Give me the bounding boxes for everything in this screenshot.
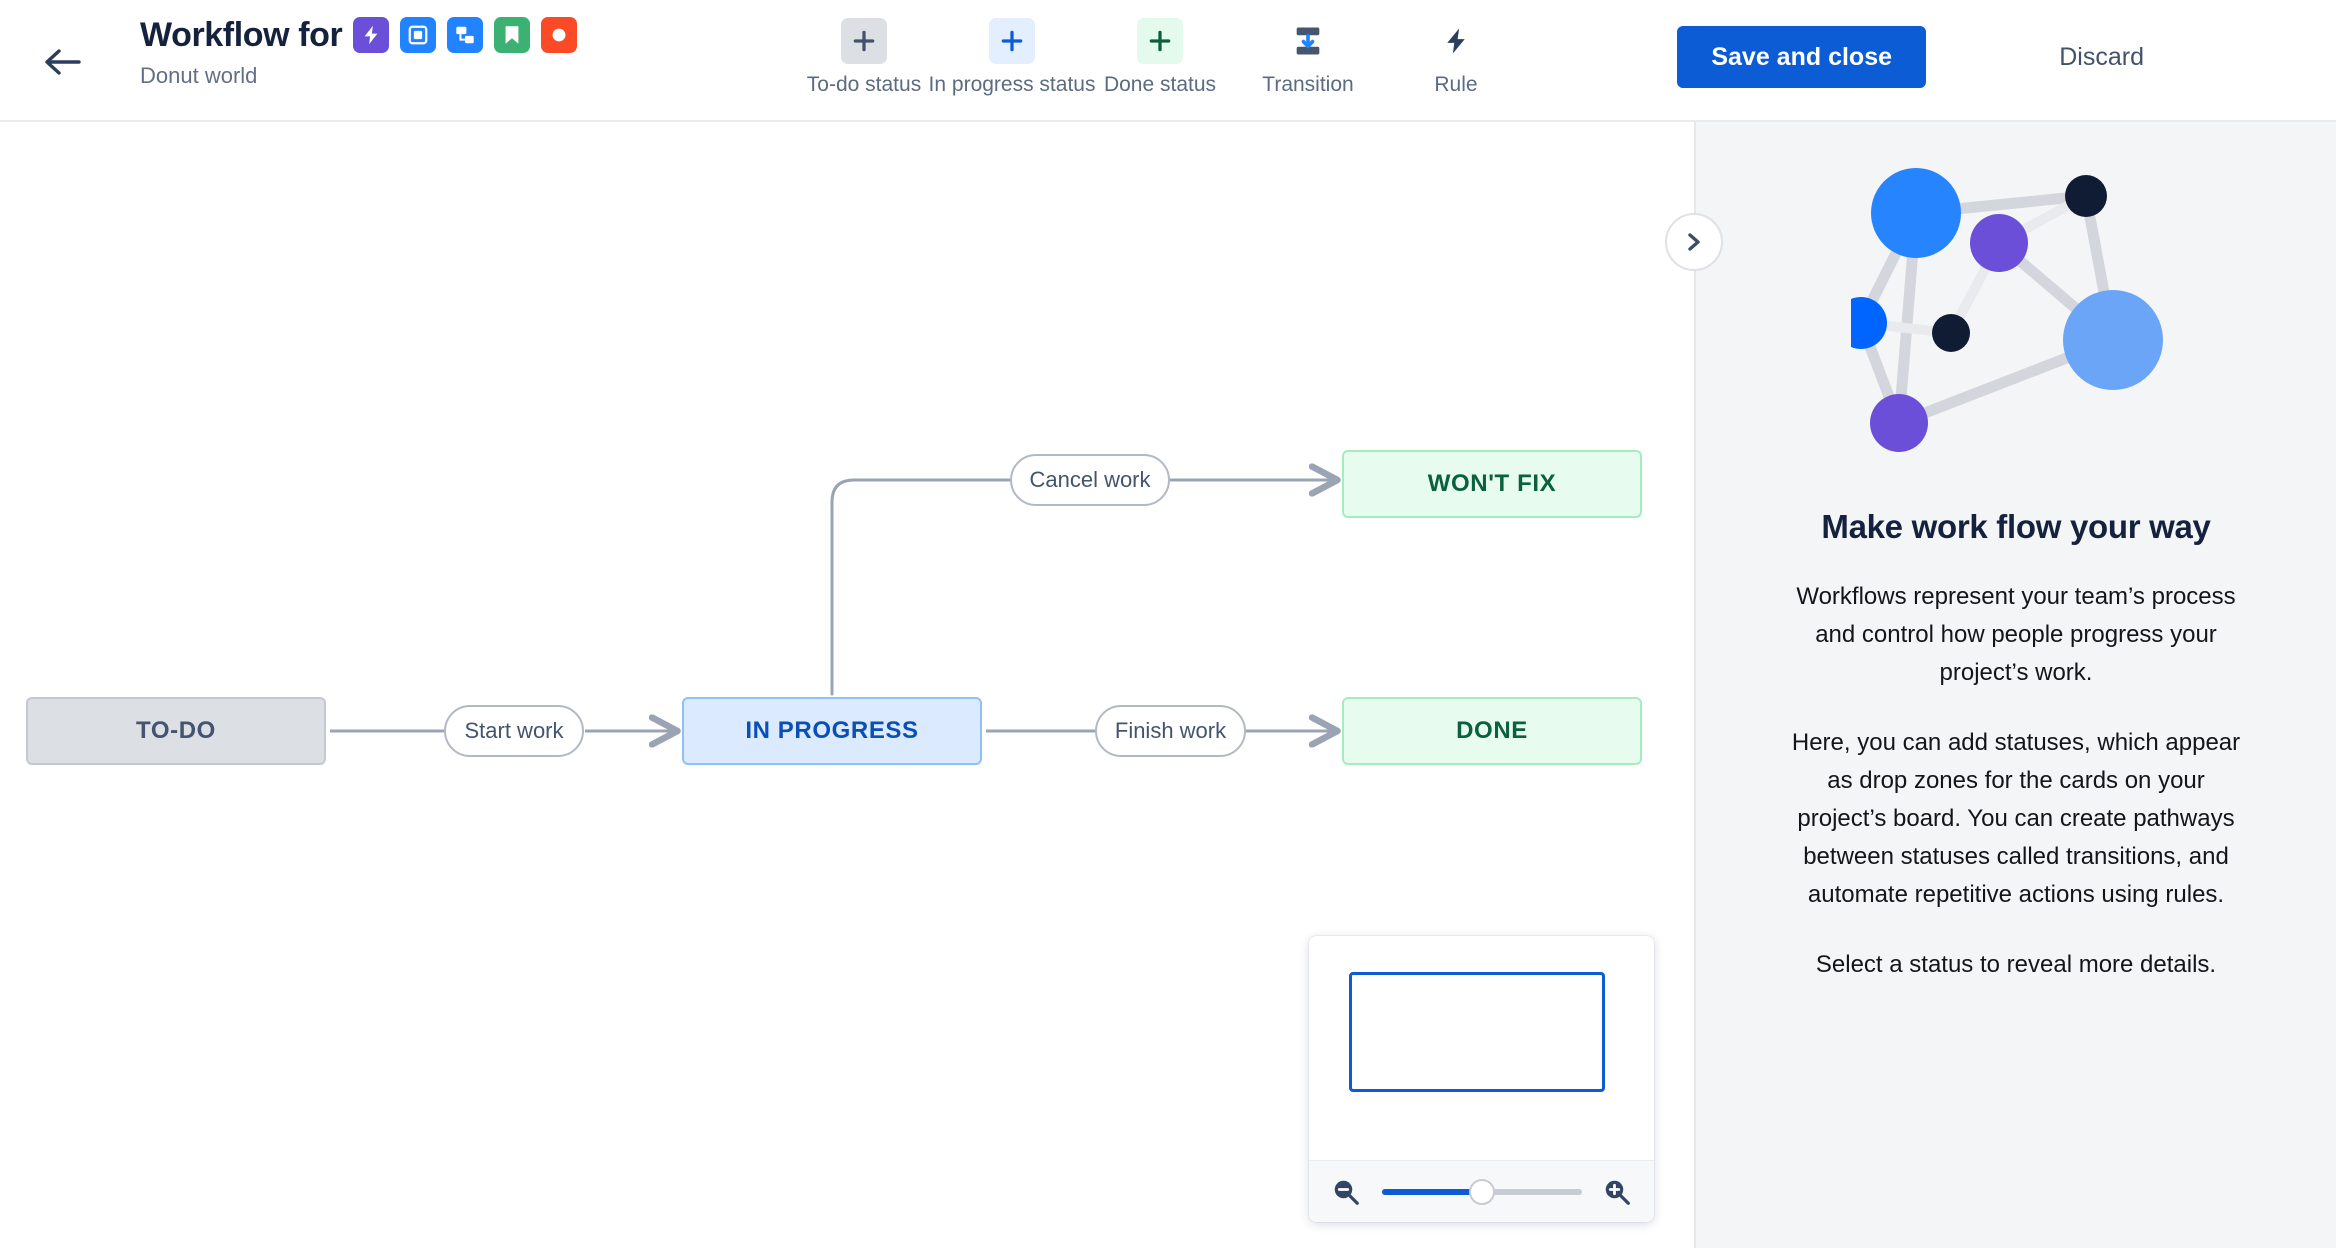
zoom-out-icon bbox=[1334, 1180, 1359, 1205]
status-node-label: WON'T FIX bbox=[1427, 470, 1557, 497]
rule-bolt-icon bbox=[1433, 18, 1479, 64]
sidebar-paragraph-2: Here, you can add statuses, which appear… bbox=[1791, 729, 2241, 908]
bug-icon bbox=[541, 17, 578, 53]
zoom-slider[interactable] bbox=[1381, 1178, 1582, 1205]
zoom-controls bbox=[1309, 1160, 1654, 1222]
status-node-label: TO-DO bbox=[136, 717, 216, 744]
info-sidebar: Make work flow your way Workflows repres… bbox=[1694, 122, 2336, 1248]
plus-icon bbox=[1137, 18, 1183, 64]
tool-label: Transition bbox=[1262, 73, 1354, 96]
page-subtitle: Donut world bbox=[140, 63, 258, 88]
sidebar-heading: Make work flow your way bbox=[1821, 508, 2211, 545]
plus-icon bbox=[989, 18, 1035, 64]
workflow-network-graph-illustration bbox=[1851, 168, 2163, 452]
tool-label: To-do status bbox=[806, 73, 922, 96]
tool-label: Done status bbox=[1103, 73, 1217, 96]
chevron-right-icon bbox=[1688, 233, 1700, 251]
connector-layer bbox=[330, 122, 1694, 1248]
status-node-wont-fix[interactable]: WON'T FIX bbox=[1342, 450, 1642, 518]
arrow-left-icon bbox=[45, 49, 81, 75]
tool-inprogress-status[interactable]: In progress status bbox=[929, 10, 1095, 97]
story-icon bbox=[494, 17, 531, 53]
minimap-viewport[interactable] bbox=[1349, 972, 1605, 1092]
status-node-todo[interactable]: TO-DO bbox=[26, 697, 326, 765]
sidebar-paragraph-3: Select a status to reveal more details. bbox=[1815, 951, 2217, 978]
tool-transition[interactable]: Transition bbox=[1234, 10, 1382, 97]
back-button[interactable] bbox=[36, 36, 88, 88]
discard-button[interactable]: Discard bbox=[2047, 26, 2156, 88]
task-icon bbox=[400, 17, 437, 53]
status-node-label: IN PROGRESS bbox=[745, 717, 919, 744]
zoom-in-button[interactable] bbox=[1602, 1177, 1632, 1207]
subtask-icon bbox=[447, 17, 484, 53]
tool-done-status[interactable]: Done status bbox=[1086, 10, 1234, 97]
epic-icon bbox=[353, 17, 390, 53]
title-row: Workflow for bbox=[140, 14, 578, 56]
status-node-in-progress[interactable]: IN PROGRESS bbox=[682, 697, 982, 765]
save-and-close-button[interactable]: Save and close bbox=[1677, 26, 1926, 88]
transition-icon bbox=[1285, 18, 1331, 64]
transition-label: Cancel work bbox=[1029, 467, 1151, 492]
transition-label: Finish work bbox=[1114, 718, 1227, 743]
minimap-panel[interactable] bbox=[1309, 936, 1654, 1222]
zoom-in-icon bbox=[1605, 1180, 1630, 1205]
tool-rule[interactable]: Rule bbox=[1382, 10, 1530, 97]
tool-label: Rule bbox=[1434, 73, 1478, 96]
collapse-panel-button[interactable] bbox=[1665, 213, 1723, 271]
title-block: Workflow for bbox=[140, 14, 578, 90]
toolbar: To-do status In progress status Done sta… bbox=[790, 10, 1530, 97]
sidebar-paragraph-1: Workflows represent your team’s process … bbox=[1796, 583, 2236, 686]
transition-finish-work[interactable]: Finish work bbox=[1095, 705, 1246, 757]
status-node-label: DONE bbox=[1456, 717, 1528, 744]
transition-start-work[interactable]: Start work bbox=[444, 705, 584, 757]
app-header: Workflow for bbox=[0, 0, 2336, 122]
tool-todo-status[interactable]: To-do status bbox=[790, 10, 938, 97]
tool-label: In progress status bbox=[928, 73, 1096, 96]
zoom-out-button[interactable] bbox=[1331, 1177, 1361, 1207]
plus-icon bbox=[841, 18, 887, 64]
transition-cancel-work[interactable]: Cancel work bbox=[1010, 454, 1170, 506]
zoom-slider-thumb[interactable] bbox=[1468, 1178, 1495, 1205]
transition-label: Start work bbox=[464, 718, 564, 743]
page-title: Workflow for bbox=[140, 16, 343, 54]
zoom-slider-fill bbox=[1381, 1188, 1482, 1195]
status-node-done[interactable]: DONE bbox=[1342, 697, 1642, 765]
